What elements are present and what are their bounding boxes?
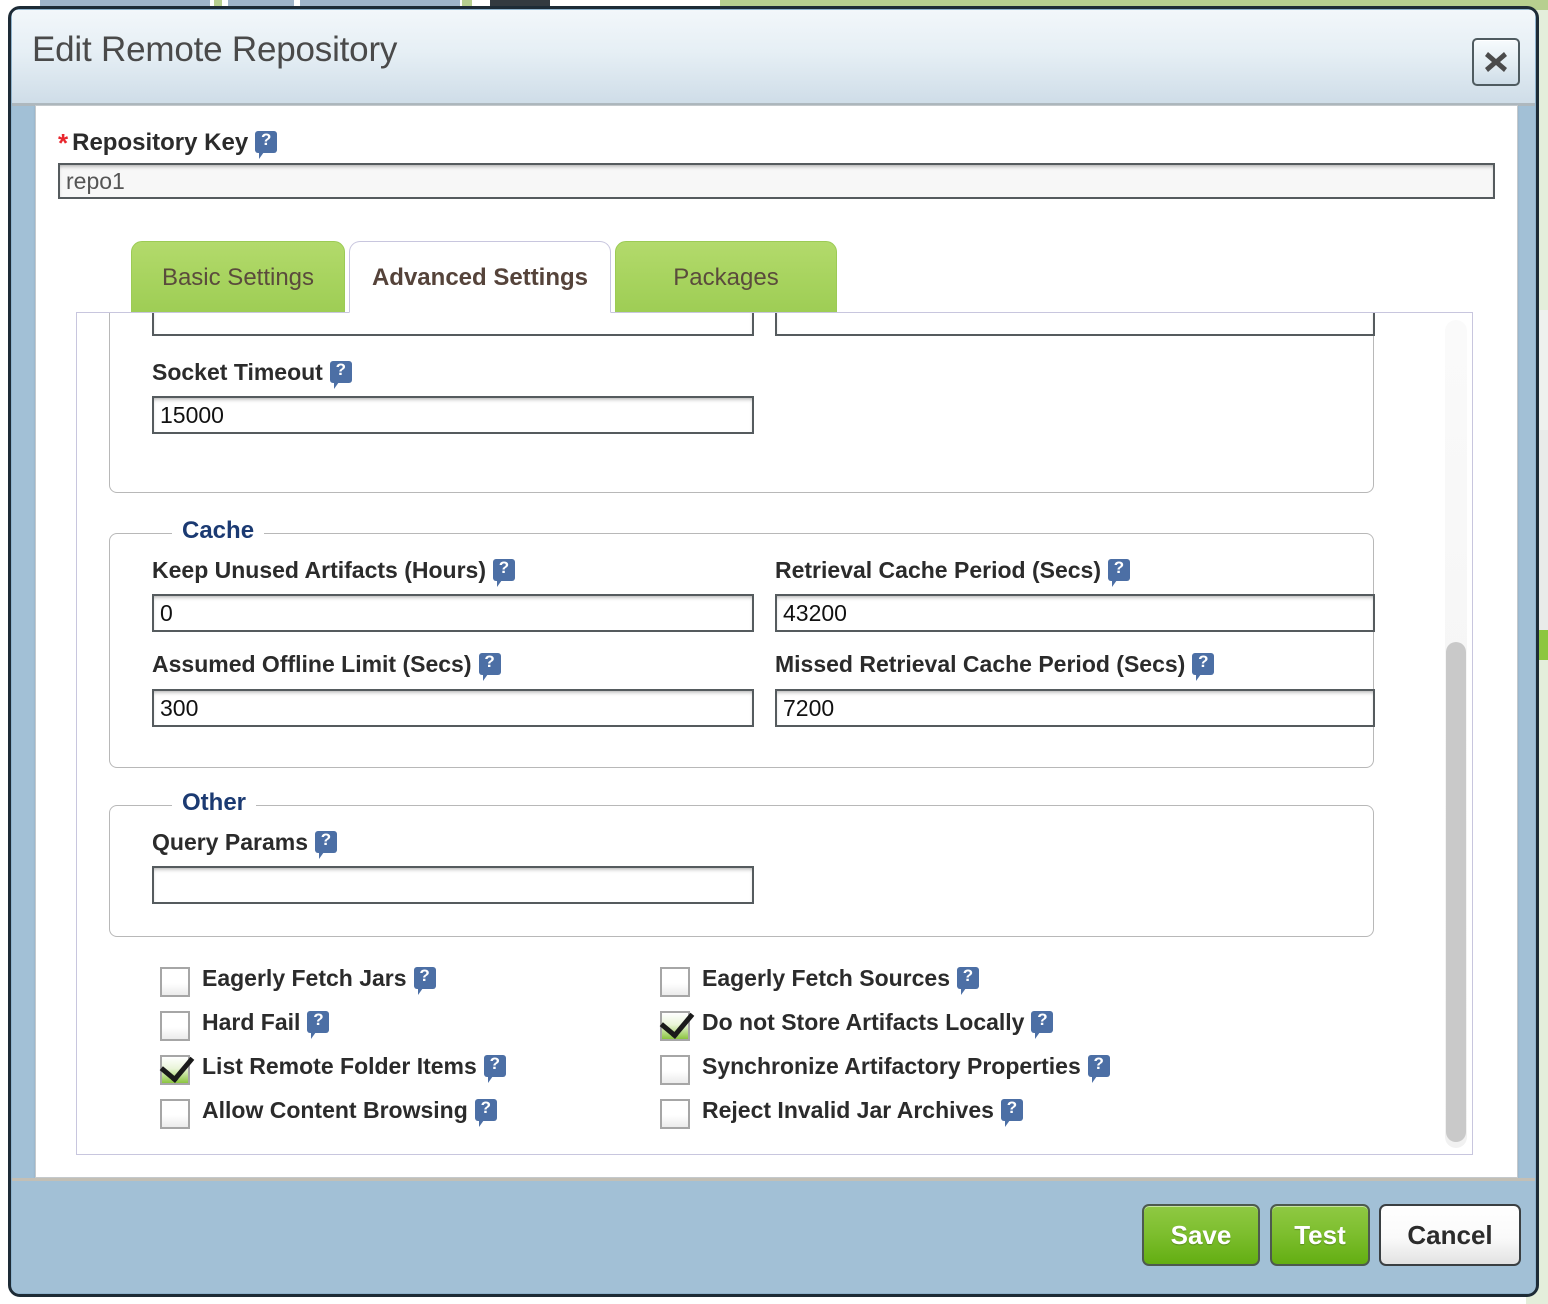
background-chip	[214, 0, 222, 10]
save-button[interactable]: Save	[1142, 1204, 1260, 1266]
help-icon[interactable]	[329, 360, 352, 389]
proxy-input-partial[interactable]	[152, 313, 754, 336]
allow-content-browsing-label[interactable]: Allow Content Browsing	[202, 1097, 497, 1127]
advanced-settings-panel: Socket Timeout Cache Keep Unused Artifac…	[76, 312, 1473, 1155]
repository-key-input[interactable]	[58, 163, 1495, 199]
background-top-strip	[0, 0, 1548, 10]
reject-invalid-jar-archives-checkbox[interactable]	[660, 1099, 690, 1129]
list-remote-folder-items-checkbox[interactable]	[160, 1055, 190, 1085]
eagerly-fetch-sources-checkbox[interactable]	[660, 967, 690, 997]
synchronize-artifactory-properties-label-text: Synchronize Artifactory Properties	[702, 1053, 1081, 1079]
background-chip	[300, 0, 460, 10]
missed-retrieval-cache-period-input[interactable]	[775, 689, 1375, 727]
required-marker: *	[58, 128, 69, 158]
list-remote-folder-items-label-text: List Remote Folder Items	[202, 1053, 477, 1079]
help-icon[interactable]	[307, 1010, 330, 1039]
synchronize-artifactory-properties-checkbox[interactable]	[660, 1055, 690, 1085]
test-button[interactable]: Test	[1270, 1204, 1370, 1266]
query-params-label-text: Query Params	[152, 829, 308, 855]
cache-fieldset: Cache Keep Unused Artifacts (Hours) Retr…	[109, 517, 1375, 768]
do-not-store-artifacts-locally-checkbox[interactable]	[660, 1011, 690, 1041]
close-icon	[1485, 52, 1507, 72]
synchronize-artifactory-properties-label[interactable]: Synchronize Artifactory Properties	[702, 1053, 1110, 1083]
dialog-body: *Repository Key Basic Settings Advanced …	[35, 105, 1518, 1178]
close-button[interactable]	[1472, 38, 1520, 86]
retrieval-cache-period-label-text: Retrieval Cache Period (Secs)	[775, 557, 1101, 583]
other-legend: Other	[172, 789, 257, 817]
hard-fail-label-text: Hard Fail	[202, 1009, 301, 1035]
tab-packages[interactable]: Packages	[615, 241, 837, 313]
reject-invalid-jar-archives-label-text: Reject Invalid Jar Archives	[702, 1097, 994, 1123]
help-icon[interactable]	[1107, 558, 1130, 587]
vertical-scrollbar-thumb[interactable]	[1446, 642, 1466, 1142]
repository-key-label-text: Repository Key	[72, 129, 249, 156]
tab-advanced-settings[interactable]: Advanced Settings	[349, 241, 611, 313]
assumed-offline-limit-label-text: Assumed Offline Limit (Secs)	[152, 651, 472, 677]
background-chip	[40, 0, 210, 10]
retrieval-cache-period-label: Retrieval Cache Period (Secs)	[775, 557, 1130, 587]
dialog-inner-frame: Edit Remote Repository *Repository Key B…	[11, 9, 1536, 1294]
eagerly-fetch-sources-label[interactable]: Eagerly Fetch Sources	[702, 965, 979, 995]
background-chip	[720, 0, 1548, 10]
other-fieldset: Other Query Params	[109, 789, 1374, 937]
help-icon[interactable]	[483, 1054, 506, 1083]
do-not-store-artifacts-locally-label[interactable]: Do not Store Artifacts Locally	[702, 1009, 1054, 1039]
missed-retrieval-cache-period-label: Missed Retrieval Cache Period (Secs)	[775, 651, 1215, 681]
help-icon[interactable]	[1087, 1054, 1110, 1083]
query-params-input[interactable]	[152, 866, 754, 904]
keep-unused-artifacts-input[interactable]	[152, 594, 754, 632]
hard-fail-checkbox[interactable]	[160, 1011, 190, 1041]
help-icon[interactable]	[1031, 1010, 1054, 1039]
socket-timeout-label-text: Socket Timeout	[152, 359, 323, 385]
keep-unused-artifacts-label: Keep Unused Artifacts (Hours)	[152, 557, 515, 587]
help-icon[interactable]	[474, 1098, 497, 1127]
tab-basic-settings[interactable]: Basic Settings	[131, 241, 345, 313]
dialog-title: Edit Remote Repository	[32, 30, 398, 69]
help-icon[interactable]	[957, 966, 979, 995]
allow-content-browsing-label-text: Allow Content Browsing	[202, 1097, 468, 1123]
cancel-button[interactable]: Cancel	[1379, 1204, 1521, 1266]
retrieval-cache-period-input[interactable]	[775, 594, 1375, 632]
help-icon[interactable]	[314, 830, 337, 859]
local-address-input-partial[interactable]	[775, 313, 1375, 336]
allow-content-browsing-checkbox[interactable]	[160, 1099, 190, 1129]
network-fieldset: Socket Timeout	[109, 313, 1375, 493]
do-not-store-artifacts-locally-label-text: Do not Store Artifacts Locally	[702, 1009, 1025, 1035]
dialog-header: Edit Remote Repository	[12, 10, 1535, 106]
eagerly-fetch-jars-label[interactable]: Eagerly Fetch Jars	[202, 965, 436, 995]
assumed-offline-limit-input[interactable]	[152, 689, 754, 727]
missed-retrieval-cache-period-label-text: Missed Retrieval Cache Period (Secs)	[775, 651, 1186, 677]
vertical-scrollbar-track[interactable]	[1445, 320, 1467, 1148]
scroll-content: Socket Timeout Cache Keep Unused Artifac…	[77, 313, 1437, 1154]
help-icon[interactable]	[413, 966, 436, 995]
help-icon[interactable]	[492, 558, 515, 587]
cache-legend: Cache	[172, 517, 265, 545]
help-icon[interactable]	[478, 652, 501, 681]
help-icon[interactable]	[1192, 652, 1215, 681]
help-icon[interactable]	[255, 130, 278, 159]
socket-timeout-label: Socket Timeout	[152, 359, 352, 389]
background-chip	[490, 0, 550, 10]
eagerly-fetch-sources-label-text: Eagerly Fetch Sources	[702, 965, 950, 991]
dialog-footer: Save Test Cancel	[12, 1178, 1535, 1293]
keep-unused-artifacts-label-text: Keep Unused Artifacts (Hours)	[152, 557, 486, 583]
eagerly-fetch-jars-checkbox[interactable]	[160, 967, 190, 997]
reject-invalid-jar-archives-label[interactable]: Reject Invalid Jar Archives	[702, 1097, 1023, 1127]
help-icon[interactable]	[1000, 1098, 1023, 1127]
repository-key-label: *Repository Key	[58, 128, 278, 159]
socket-timeout-input[interactable]	[152, 396, 754, 434]
hard-fail-label[interactable]: Hard Fail	[202, 1009, 330, 1039]
list-remote-folder-items-label[interactable]: List Remote Folder Items	[202, 1053, 506, 1083]
edit-remote-repository-dialog: Edit Remote Repository *Repository Key B…	[8, 6, 1539, 1297]
assumed-offline-limit-label: Assumed Offline Limit (Secs)	[152, 651, 501, 681]
background-chip	[228, 0, 294, 10]
query-params-label: Query Params	[152, 829, 337, 859]
eagerly-fetch-jars-label-text: Eagerly Fetch Jars	[202, 965, 407, 991]
background-chip	[462, 0, 472, 10]
